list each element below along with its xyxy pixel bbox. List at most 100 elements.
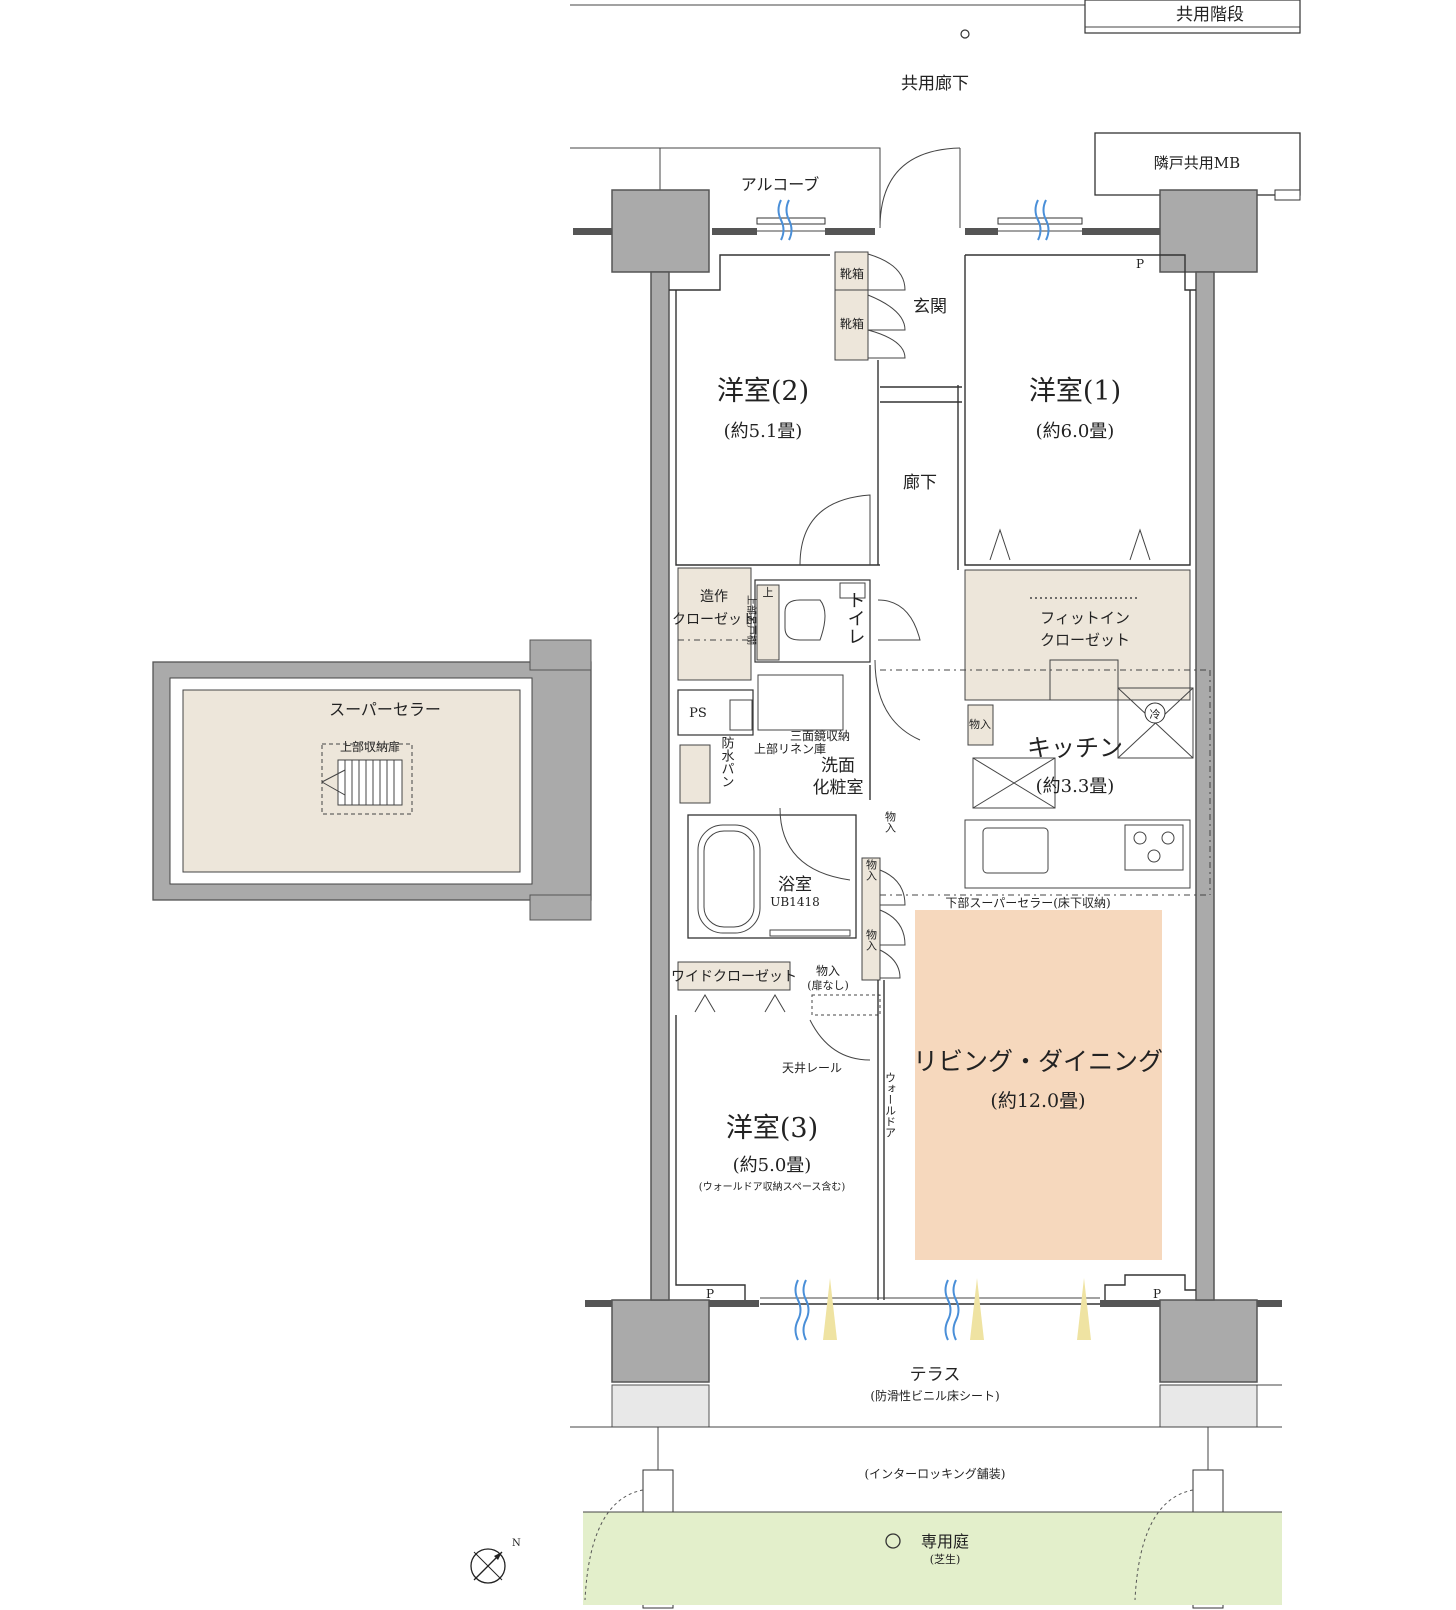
compass-north-label: N [512, 1538, 521, 1549]
cellar-ladder-arrow [321, 769, 346, 796]
wash-upper-cabinet [679, 744, 711, 804]
neighbor-mb-label: 隣戸共用MB [1154, 154, 1240, 172]
p-mark-room1: P [1136, 257, 1144, 271]
inner-top-left [669, 254, 830, 291]
fridge-space [1117, 687, 1194, 759]
shoe-door-1 [867, 253, 906, 291]
bottom-wall-left [585, 1300, 612, 1307]
ps-label: PS [689, 706, 707, 721]
toilet-door [877, 599, 921, 641]
ldk-name: リビング・ダイニング [913, 1047, 1163, 1076]
column-bottom-left [611, 1299, 710, 1383]
alcove-outline [570, 147, 881, 225]
fit-in-closet-label-2: クローゼット [1040, 631, 1130, 649]
compass-icon [470, 1548, 506, 1584]
wall-door-label: ウォールドア [884, 1072, 897, 1138]
right-wall [1195, 271, 1215, 1301]
kitchen-storage-label: 物入 [969, 717, 991, 731]
common-corridor-label: 共用廊下 [901, 74, 969, 94]
built-in-closet-label-2: クローゼット [672, 612, 756, 628]
fridge-icon [1144, 702, 1166, 724]
column-top-left [611, 189, 710, 273]
storage-label-top: 物入 [884, 810, 897, 833]
upper-cabinet-text: 上部吊戸棚 [745, 595, 758, 645]
sunlight-1-icon [823, 1278, 837, 1340]
kitchen-storage [967, 704, 994, 746]
no-door-storage-box [811, 994, 881, 1016]
toilet-upper-cabinet [756, 584, 780, 661]
bathroom-label: 浴室 [778, 875, 812, 895]
kitchen-counter [964, 819, 1191, 889]
ceiling-rail-label: 天井レール [782, 1061, 842, 1075]
storage-doors [879, 869, 906, 979]
private-garden-label: 専用庭 [921, 1532, 969, 1551]
burner-3-icon [1147, 849, 1161, 863]
upper-linen-label: 上部リネン庫 [754, 741, 826, 756]
wide-closet [677, 961, 791, 991]
top-wall-seg3 [825, 228, 875, 235]
corridor-marker-icon [960, 29, 970, 39]
ldk-bottom-right [1104, 1274, 1196, 1300]
room3-door [809, 1019, 871, 1061]
top-wall-seg4 [965, 228, 998, 235]
waterproof-pan-label: 防水パン [719, 735, 735, 788]
toilet-room [754, 579, 871, 663]
sunlight-2-icon [970, 1278, 984, 1340]
cellar-frame-tab-bottom [529, 894, 592, 921]
cellar-frame-tab-top [529, 639, 592, 671]
top-wall-seg5 [1082, 228, 1162, 235]
room3-boundary [675, 1015, 746, 1300]
entrance-label: 玄関 [913, 297, 947, 317]
gate-swing-right [1134, 1489, 1194, 1601]
wash-door [874, 659, 921, 741]
alcove-label: アルコーブ [741, 175, 820, 194]
toilet-bowl-icon [784, 599, 826, 641]
fit-in-closet-label-1: フィットイン [1040, 609, 1130, 627]
storage-no-door-1: 物入 [816, 964, 840, 978]
column-top-right [1159, 189, 1258, 273]
bathtub-inner [703, 830, 755, 928]
closet-door-marks [989, 528, 1151, 561]
room3-note: (ウォールドア収納スペース含む) [699, 1180, 846, 1193]
kitchen-name: キッチン [1027, 734, 1123, 762]
burner-2-icon [1161, 831, 1175, 845]
ventilation-top-left-icon [777, 199, 793, 241]
p-mark-room3: P [706, 1287, 714, 1301]
hallway-label: 廊下 [903, 473, 937, 493]
bath-counter [769, 929, 851, 937]
ldk-area [915, 910, 1162, 1260]
washroom-label-1: 洗面 [821, 756, 855, 776]
ps-box [677, 689, 754, 736]
bottom-wall-right [1257, 1300, 1282, 1307]
upper-storage-door-label: 上部収納扉 [340, 739, 400, 754]
compass-arrow [494, 1552, 502, 1560]
terrace-label: テラス [910, 1365, 961, 1385]
room1-boundary [964, 255, 1191, 566]
closet-inner-box [1049, 659, 1119, 701]
burner-1-icon [1133, 831, 1147, 845]
cellar-hatch [321, 743, 413, 815]
wide-closet-label: ワイドクローゼット [671, 969, 797, 985]
room1-name: 洋室(1) [1029, 376, 1121, 407]
terrace-note: (防滑性ビニル床シート) [870, 1388, 999, 1403]
room1-size: (約6.0畳) [1036, 421, 1115, 442]
kitchen-cupboard [972, 757, 1056, 809]
toilet-tank [839, 582, 866, 599]
bathtub-icon [697, 824, 761, 934]
column-bottom-right [1159, 1299, 1258, 1383]
p-mark-ldk: P [1153, 1287, 1161, 1301]
shoe-door-2 [867, 294, 906, 331]
ventilation-bottom-right-icon [944, 1279, 960, 1341]
fridge-label: 冷 [1150, 708, 1161, 721]
cellar-ladder-box [337, 759, 403, 806]
wide-closet-door-marks [694, 994, 786, 1013]
kitchen-size: (約3.3畳) [1036, 776, 1115, 797]
planter-right [1159, 1384, 1258, 1428]
built-in-closet [677, 567, 752, 681]
room3-size: (約5.0畳) [733, 1155, 812, 1176]
garden-marker-icon [885, 1533, 901, 1549]
interlocking-label: (インターロッキング舗装) [864, 1467, 1005, 1481]
washroom-label-2: 化粧室 [813, 778, 864, 798]
cab-char-1: 上 [763, 586, 774, 599]
bottom-wall-seg1 [709, 1300, 759, 1307]
